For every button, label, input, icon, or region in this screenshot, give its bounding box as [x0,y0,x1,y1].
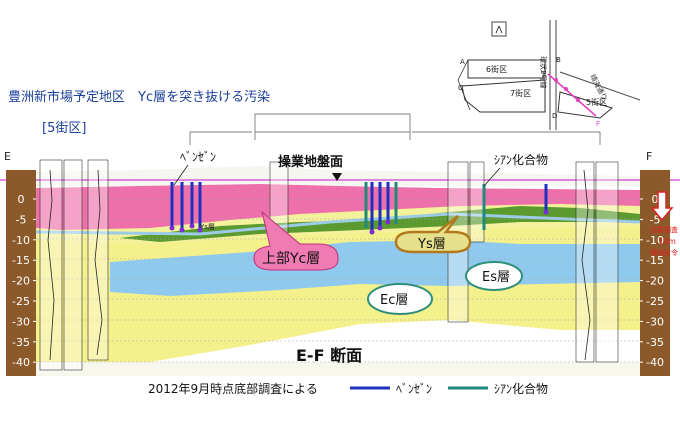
required-depth-label: 必要調査 [650,225,678,234]
ys-label: Ys層 [417,237,446,252]
figure-title: 豊洲新市場予定地区 Yc層を突き抜ける汚染 [8,90,271,105]
map-point-label: A [460,58,465,66]
es-label: Es層 [482,270,510,285]
depth-ticks: 0 0 -5 -5 -10 -10 -15 -15 -20 -20 -25 -25 -30 -30 -35 -… [12,193,664,369]
top-brackets [189,113,601,145]
depth-tick-label-left: -35 [12,336,30,349]
depth-tick-label-left: -25 [12,295,30,308]
upper-yc-callout [253,210,339,271]
depth-tick-label-left: -40 [12,356,30,369]
ec-label: Ec層 [380,293,408,308]
benzene-wells [170,182,548,232]
depth-tick-label-left: -15 [12,254,30,267]
depth-tick-label-right: -35 [646,336,664,349]
map-point-label: F [596,120,600,128]
upper-yc-layer [36,184,640,230]
cyanide-wells [364,182,486,230]
upper-yc-label: 上部Yc層 [262,251,320,267]
depth-tick-label-left: -5 [16,213,27,226]
required-depth-value: 10m [658,237,676,246]
block-label: 7街区 [510,88,531,98]
legend-label-benzene: ﾍﾞﾝｾﾞﾝ [396,382,432,396]
map-point-label: D [552,112,557,120]
surface [0,166,680,186]
ys-callout [394,215,472,254]
ground-level-label: 操業地盤面 [278,154,343,170]
depth-tick-label-left: -10 [12,234,30,247]
section-label: E-F 断面 [296,346,362,365]
depth-tick-label-right: -15 [646,254,664,267]
cyanide-annotation: ｼｱﾝ化合物 [494,152,548,167]
inset-map: 環状2号線 晴海通り 6街区 7街区 5街区 A B C D E F [457,20,641,130]
ec-callout [367,283,433,315]
depth-bar-left [6,170,36,376]
required-depth-source: 環境省令 [650,248,678,257]
figure-subtitle: [5街区] [42,121,87,136]
end-label-e: E [4,150,11,163]
es-callout [465,261,523,291]
depth-tick-label-left: 0 [18,193,25,206]
depth-tick-label-right: 0 [652,193,659,206]
depth-tick-label-right: -10 [646,234,664,247]
footer-note: 2012年9月時点底部調査による [148,381,318,396]
map-point-label: B [556,56,561,64]
depth-tick-label-right: -5 [650,213,661,226]
depth-tick-label-left: -20 [12,275,30,288]
benzene-annotation: ﾍﾞﾝｾﾞﾝ [180,150,216,164]
block-label: 5街区 [586,97,607,107]
depth-tick-label-right: -20 [646,275,664,288]
depth-tick-label-left: -30 [12,315,30,328]
depth-tick-label-right: -30 [646,315,664,328]
depth-tick-label-right: -40 [646,356,664,369]
ground-level-marker-icon [332,173,342,181]
benzene-well-tips [169,209,549,235]
required-depth-arrow-icon [650,191,674,222]
block-label: 6街区 [486,64,507,74]
road-label: 環状2号線 [539,56,548,88]
depth-gridlines [36,198,640,363]
ys-small-label: Ys層 [199,223,215,231]
depth-tick-label-right: -25 [646,295,664,308]
end-label-f: F [646,150,652,163]
map-point-label: E [542,70,546,78]
map-point-label: C [458,84,463,92]
legend-label-cyanide: ｼｱﾝ化合物 [494,381,548,396]
north-arrow-icon [491,21,507,37]
